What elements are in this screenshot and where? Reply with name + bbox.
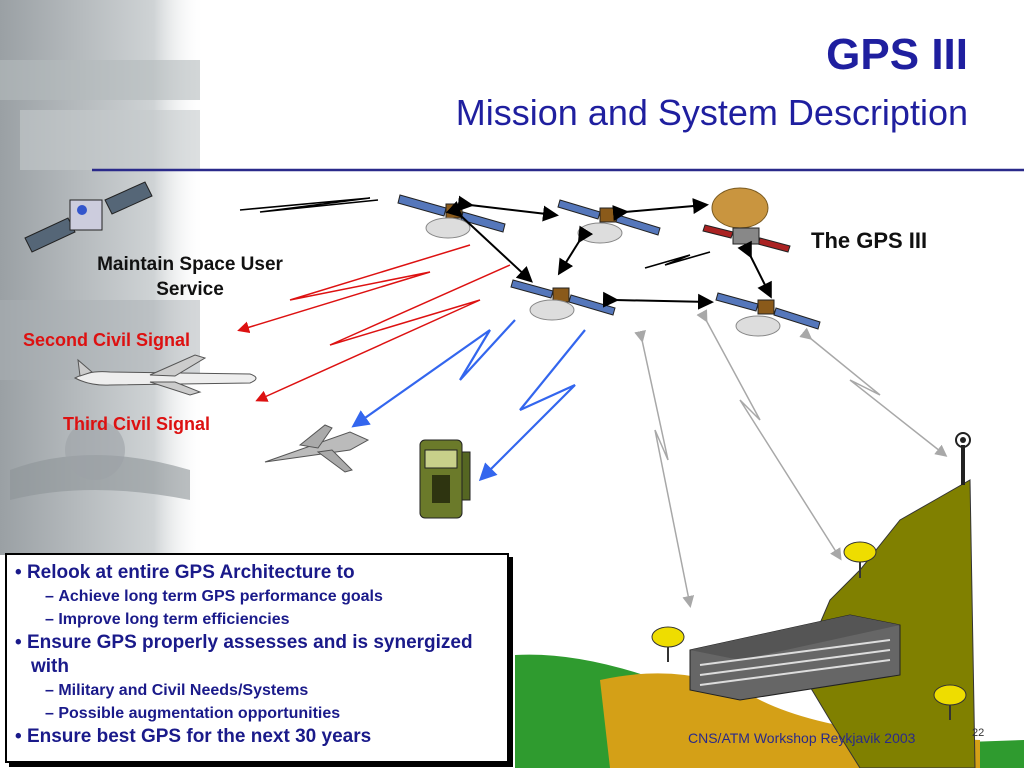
civil-signal-arrows <box>237 244 511 402</box>
sub-bullet-text: Military and Civil Needs/Systems <box>58 682 309 699</box>
relay-satellite-icon <box>702 187 791 253</box>
slide-subtitle: Mission and System Description <box>455 92 968 133</box>
military-signal-arrows <box>351 319 586 482</box>
fighter-jet-icon <box>264 424 370 473</box>
page-number: 22 <box>972 727 985 739</box>
bullet-text: Ensure GPS properly assesses and is syne… <box>26 632 473 677</box>
space-user-label: Maintain Space User Service <box>70 252 310 302</box>
second-civil-signal-label: Second Civil Signal <box>23 330 191 350</box>
satellite-icon <box>510 279 616 321</box>
space-user-satellite-icon <box>24 181 153 253</box>
satellite-icon <box>715 292 821 337</box>
bullet-text: Relook at entire GPS Architecture to <box>26 562 355 583</box>
sub-bullet-item: – Improve long term efficiencies <box>45 611 290 628</box>
airliner-icon <box>73 354 257 396</box>
sub-bullet-item: – Military and Civil Needs/Systems <box>45 682 309 699</box>
sub-bullet-text: Achieve long term GPS performance goals <box>58 588 383 605</box>
antenna-tower-icon <box>955 432 971 485</box>
background-airport-photo <box>0 0 205 555</box>
third-civil-signal-label: Third Civil Signal <box>63 414 211 434</box>
sub-bullet-item: – Possible augmentation opportunities <box>45 705 341 722</box>
space-user-label-line2: Service <box>156 279 224 300</box>
crosslink-arrows <box>239 195 772 310</box>
handheld-receiver-icon <box>419 439 471 519</box>
satellite-icon <box>397 194 506 239</box>
sub-bullet-text: Improve long term efficiencies <box>58 611 290 628</box>
sub-bullet-item: – Achieve long term GPS performance goal… <box>45 588 383 605</box>
ground-link-arrows <box>634 309 948 608</box>
ground-dish-icon <box>651 541 967 720</box>
bullet-item: • Ensure GPS properly assesses and is sy… <box>15 632 473 677</box>
footer-text: CNS/ATM Workshop Reykjavik 2003 <box>688 730 916 746</box>
satellite-icon <box>557 199 661 244</box>
constellation-label: The GPS III <box>811 228 928 253</box>
bullet-text: Ensure best GPS for the next 30 years <box>26 726 372 747</box>
bullet-list-box: • Relook at entire GPS Architecture to –… <box>5 553 509 763</box>
sub-bullet-text: Possible augmentation opportunities <box>58 705 341 722</box>
slide-title: GPS III <box>826 30 968 79</box>
bullet-item: • Relook at entire GPS Architecture to <box>15 562 355 583</box>
space-user-label-line1: Maintain Space User <box>97 254 283 275</box>
ground-scene <box>515 479 1024 768</box>
bullet-item: • Ensure best GPS for the next 30 years <box>15 726 372 747</box>
ground-control-building <box>689 614 901 701</box>
